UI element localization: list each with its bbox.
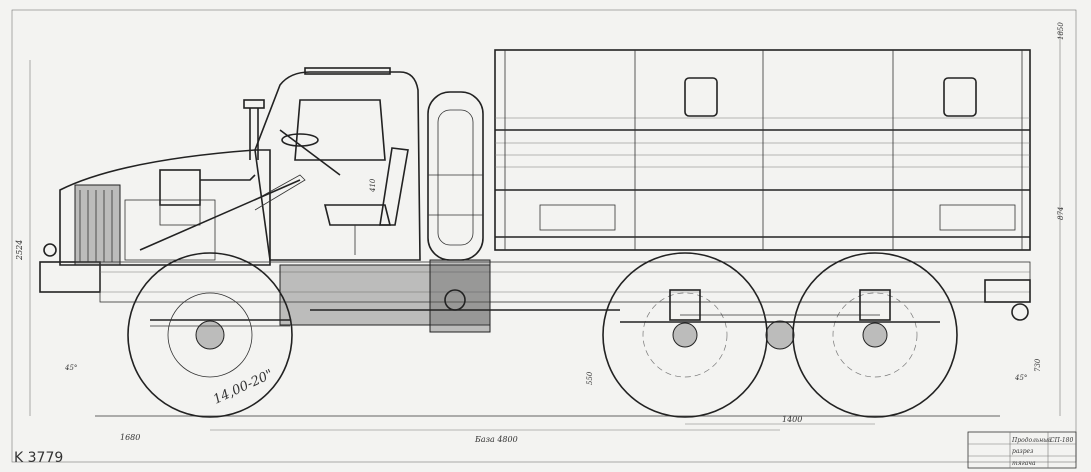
- front-angle-label: 45°: [64, 364, 77, 372]
- tire-size-label: 14,00-20": [211, 367, 275, 408]
- axle-height-label: 550: [586, 371, 594, 385]
- cab-dimension-label: 410: [369, 178, 377, 193]
- rear-bogie: [620, 289, 940, 350]
- title-line-1: Продольный: [1011, 437, 1052, 444]
- ground-clearance-label: 730: [1034, 358, 1042, 372]
- tarp-window-left: [684, 77, 718, 117]
- engine-block: [124, 99, 265, 261]
- steering-column: [279, 129, 341, 176]
- spare-wheel: [427, 91, 484, 261]
- title-line-2: разрез: [1012, 448, 1033, 455]
- sheet-border: [11, 9, 1077, 463]
- rear-angle-label: 45°: [1014, 374, 1027, 382]
- cargo-body: [494, 49, 1031, 251]
- cab: [139, 67, 421, 261]
- bogie-spacing-label: 1400: [782, 415, 802, 424]
- front-wheel: [127, 252, 293, 418]
- chassis-frame: [99, 259, 1031, 333]
- title-line-3: тягача: [1012, 460, 1036, 467]
- overall-height-label: 2524: [15, 240, 24, 261]
- rear-wheel-2: [792, 252, 958, 418]
- rear-hitch: [984, 279, 1031, 321]
- seat: [323, 147, 409, 255]
- wheelbase-label: База 4800: [474, 435, 518, 444]
- rear-wheel-1: [602, 252, 768, 418]
- title-block: Продольный разрез тягача СП-180: [967, 431, 1077, 469]
- front-overhang-label: 1680: [120, 433, 140, 442]
- sheet-code: СП-180: [1050, 437, 1073, 444]
- drawing-number: K 3779: [14, 450, 63, 466]
- tarp-window-right: [943, 77, 977, 117]
- steering-wheel: [281, 133, 319, 147]
- right-height-label: 1850: [1057, 22, 1065, 40]
- cargo-height-label: 874: [1057, 207, 1065, 220]
- engine-hood: [59, 149, 271, 266]
